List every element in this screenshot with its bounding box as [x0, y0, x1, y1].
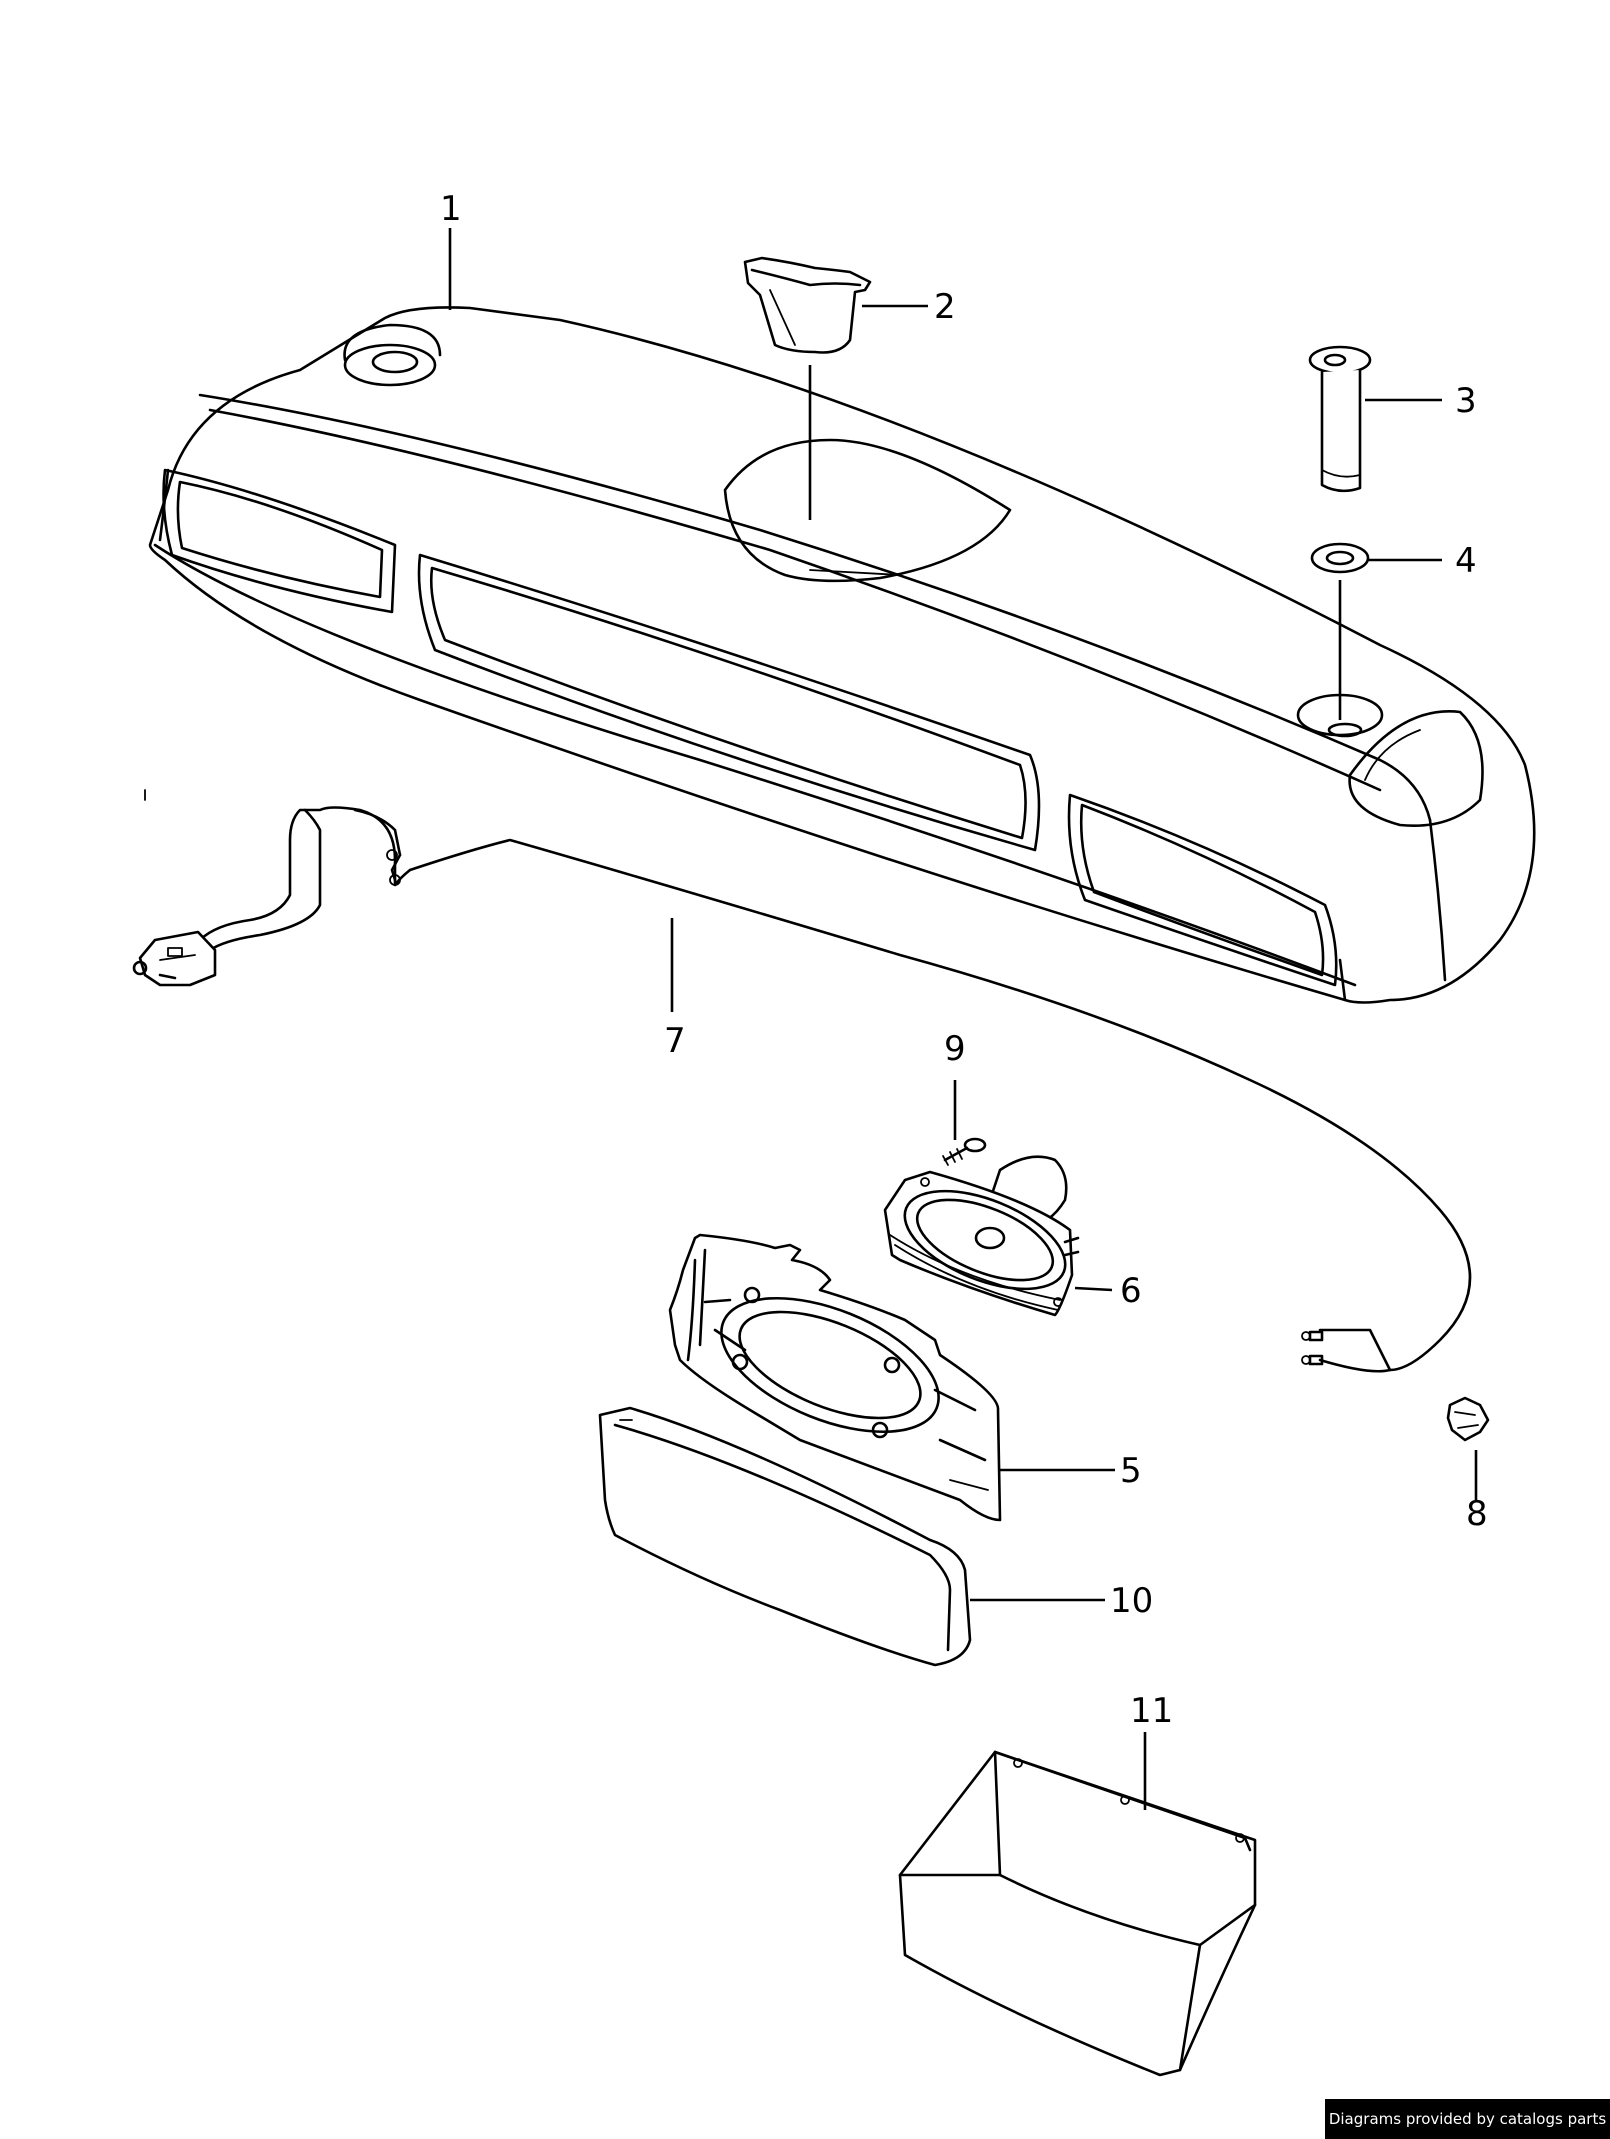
callout-3: 3 [1455, 381, 1477, 421]
part-11-bin[interactable] [898, 1750, 1257, 2077]
part-9-screw[interactable] [942, 1137, 987, 1166]
credit-banner: Diagrams provided by catalogs parts [1325, 2099, 1610, 2139]
callout-2: 2 [934, 287, 956, 327]
callout-7: 7 [664, 1021, 686, 1061]
part-10-cover[interactable] [598, 1406, 972, 1667]
part-2-cup[interactable] [743, 256, 872, 354]
part-4-washer[interactable] [1310, 542, 1370, 574]
callout-10: 10 [1110, 1581, 1153, 1621]
part-3-plug[interactable] [1308, 345, 1372, 493]
callout-9: 9 [944, 1029, 966, 1069]
callout-1: 1 [440, 189, 462, 229]
part-6-speaker[interactable] [883, 1155, 1080, 1317]
part-5-bracket[interactable] [668, 1233, 1002, 1522]
part-7-harness[interactable] [132, 789, 1472, 1373]
callout-11: 11 [1130, 1691, 1173, 1731]
callout-4: 4 [1455, 541, 1477, 581]
part-8-clip[interactable] [1446, 1396, 1490, 1442]
callout-8: 8 [1466, 1494, 1488, 1534]
callout-5: 5 [1120, 1451, 1142, 1491]
callout-6: 6 [1120, 1271, 1142, 1311]
part-1-roof-console[interactable] [148, 306, 1536, 1004]
